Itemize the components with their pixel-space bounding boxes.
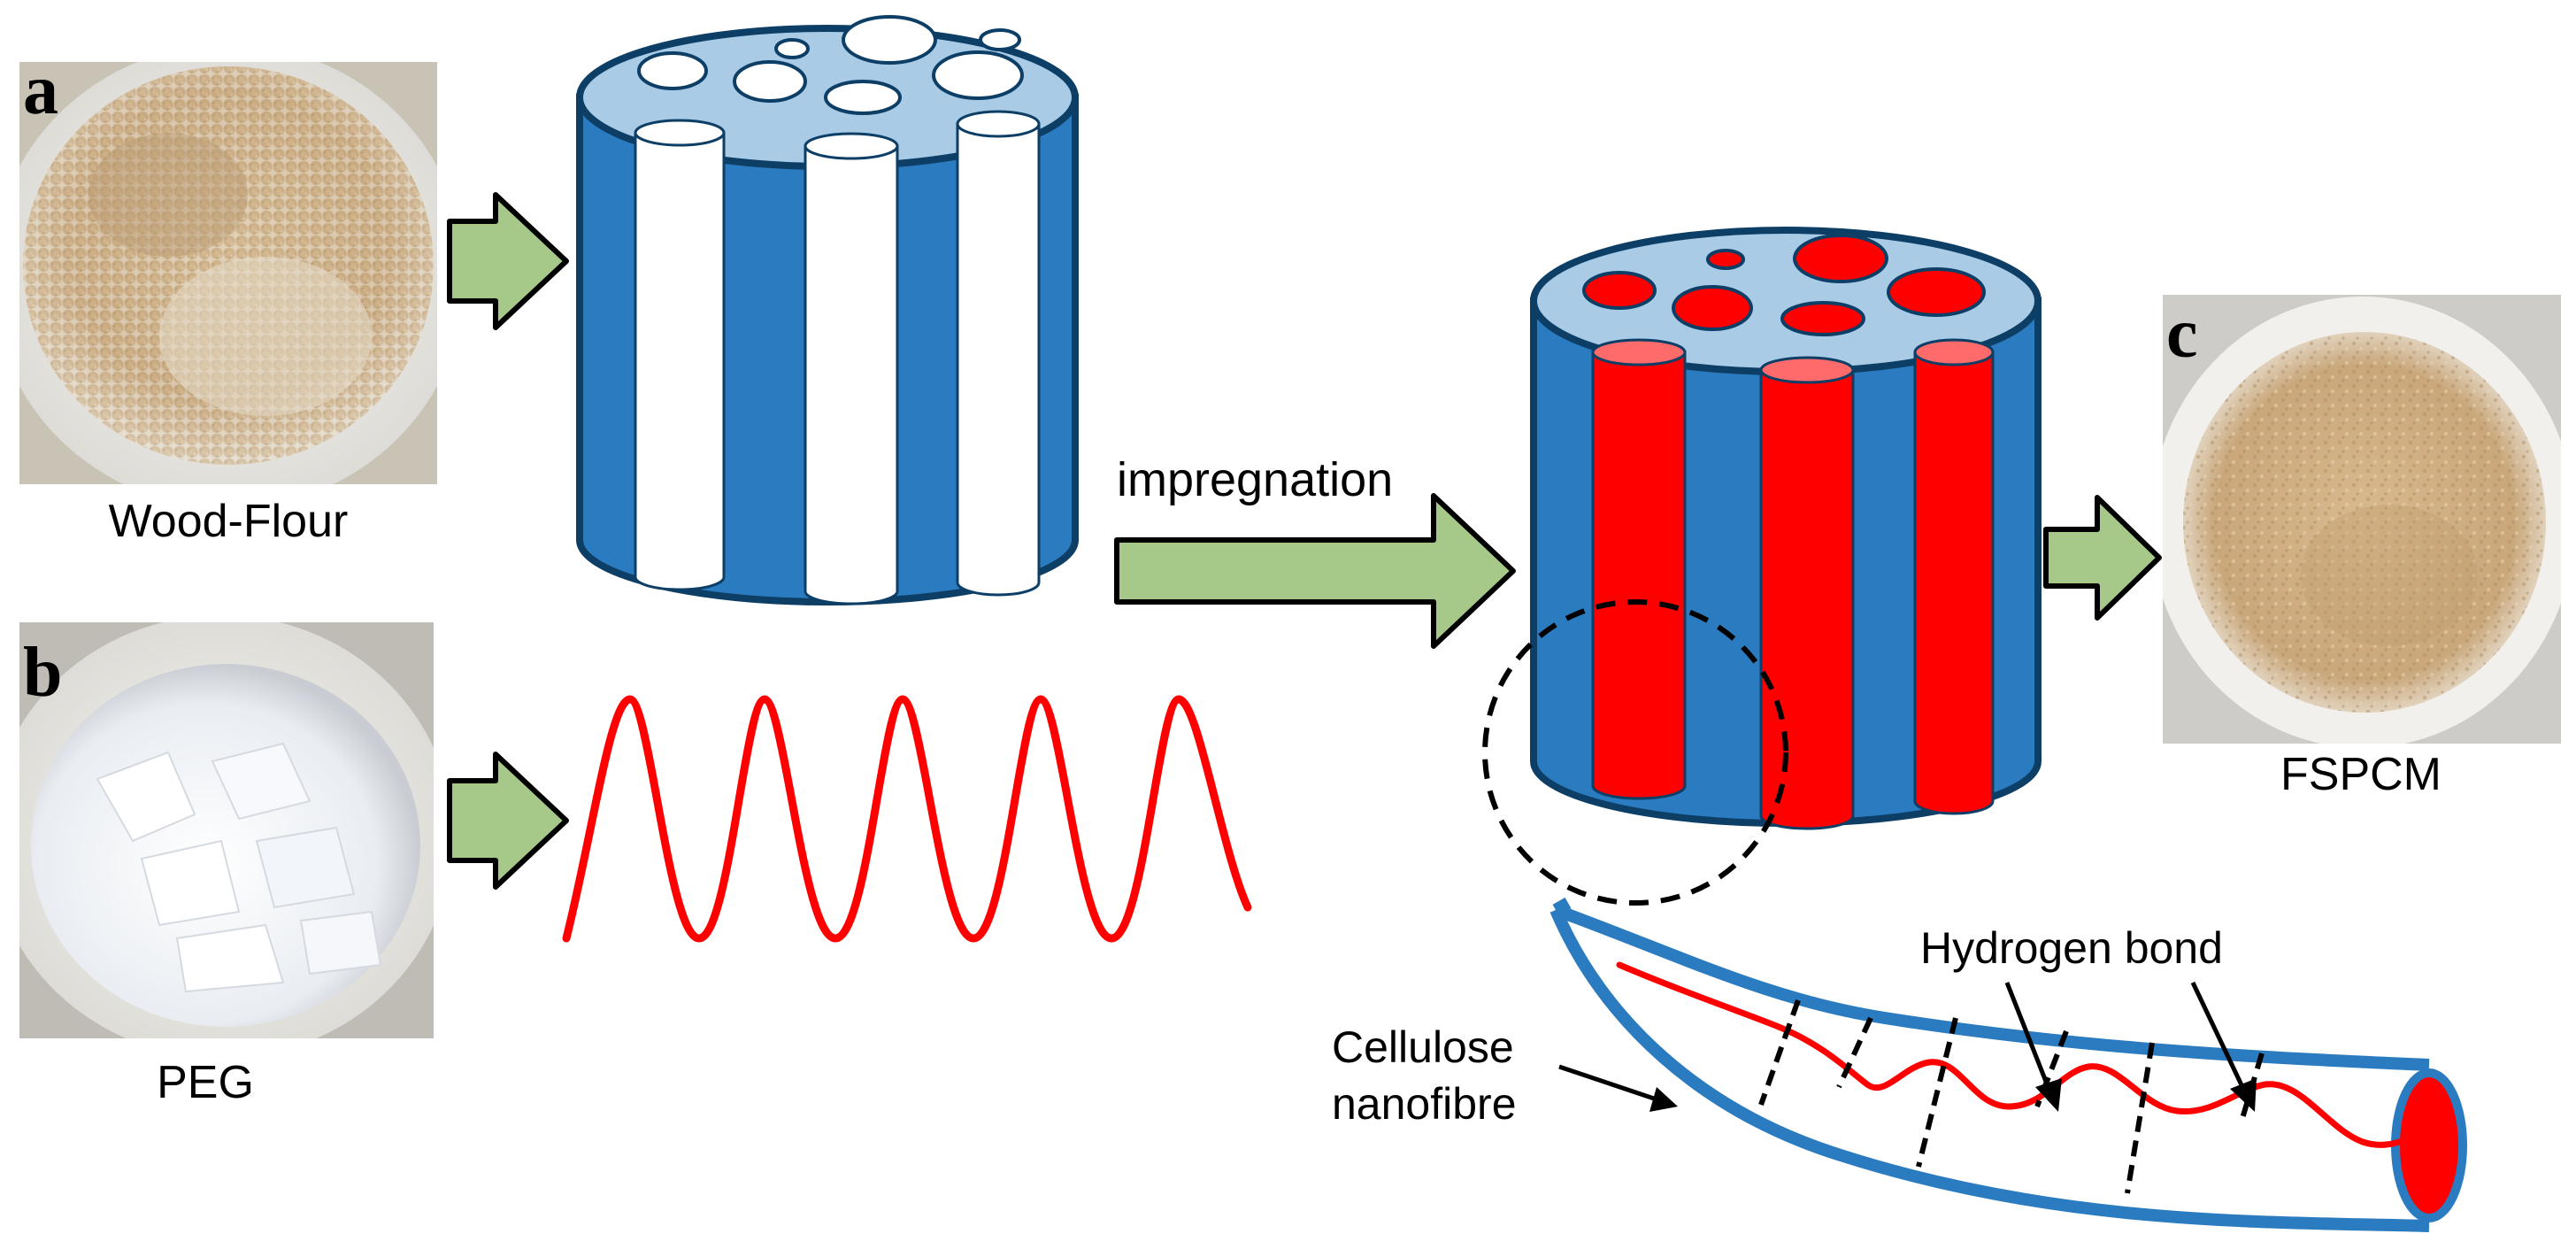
cellulose-pointer xyxy=(1558,1064,1678,1112)
arrow-to-fspcm xyxy=(2043,495,2162,621)
peg-photo xyxy=(19,622,434,1038)
panel-letter-c: c xyxy=(2166,295,2198,373)
fspcm-caption: FSPCM xyxy=(2280,749,2441,800)
wood-flour-caption: Wood-Flour xyxy=(109,496,349,547)
wood-flour-photo xyxy=(19,62,437,484)
cellulose-label-line1: Cellulose xyxy=(1332,1022,1514,1072)
empty-wood-cylinder xyxy=(576,15,1079,605)
hydrogen-bond-pointer-1 xyxy=(2004,982,2062,1112)
zoom-circle xyxy=(1482,599,1788,906)
fspcm-photo xyxy=(2163,295,2561,744)
filled-wood-cylinder xyxy=(1530,227,2042,830)
panel-letter-b: b xyxy=(23,634,63,712)
impregnation-arrow xyxy=(1114,493,1516,649)
arrow-peg-to-chain xyxy=(447,752,569,890)
cellulose-label-line2: nanofibre xyxy=(1332,1079,1517,1129)
peg-chain-wave xyxy=(562,695,1252,943)
cellulose-nanofibre-tube xyxy=(1549,897,2467,1232)
hydrogen-bond-label: Hydrogen bond xyxy=(1920,923,2223,973)
hydrogen-bond-pointer-2 xyxy=(2190,981,2257,1112)
arrow-wood-to-cylinder xyxy=(447,192,569,330)
panel-letter-a: a xyxy=(23,51,58,129)
impregnation-label: impregnation xyxy=(1117,453,1393,506)
peg-caption: PEG xyxy=(157,1057,254,1108)
hydrogen-bond-dashes xyxy=(1758,999,2265,1194)
